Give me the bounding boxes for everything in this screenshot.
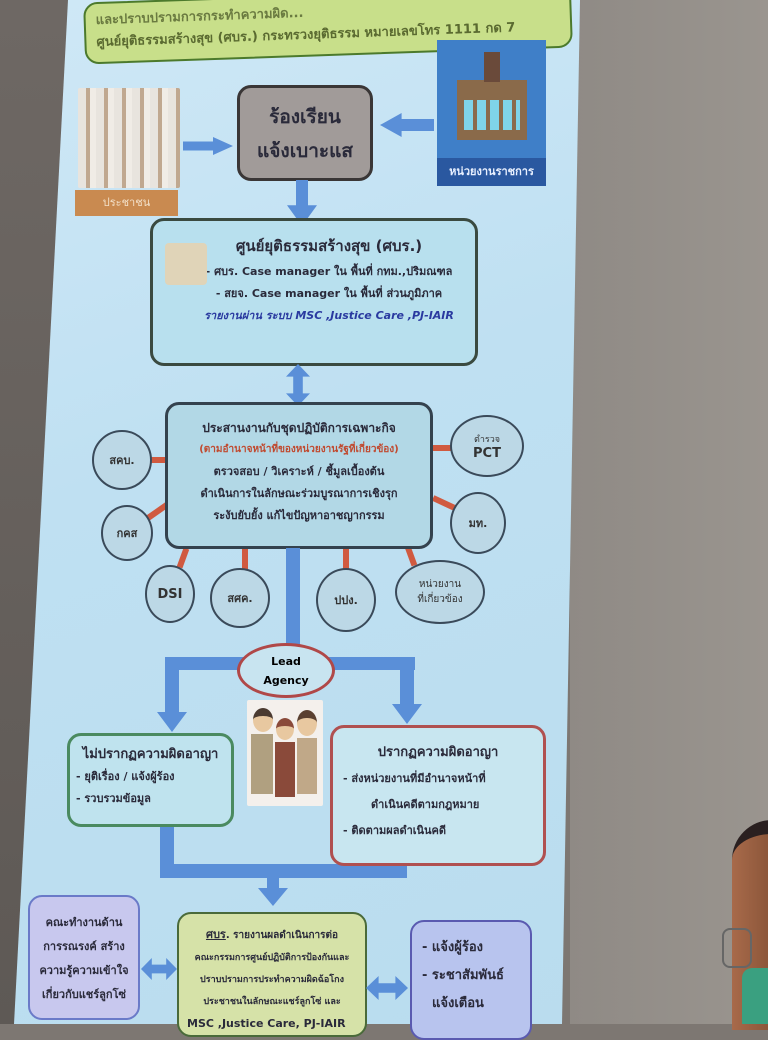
flow-line [286, 548, 300, 648]
no-crime-title: ไม่ปรากฏความผิดอาญา [82, 747, 219, 762]
notify-line: - ระชาสัมพันธ์ [422, 968, 504, 983]
crime-item-2: - ติดตามผลดำเนินคดี [343, 824, 447, 837]
campaign-working-group-box: คณะทำงานด้าน การรณรงค์ สร้าง ความรู้ความ… [28, 895, 140, 1020]
notify-line: แจ้งเตือน [432, 996, 484, 1011]
center-title: ศูนย์ยุติธรรมสร้างสุข (ศบร.) [235, 237, 423, 255]
notify-box: - แจ้งผู้ร้อง - ระชาสัมพันธ์ แจ้งเตือน [410, 920, 532, 1040]
connector [432, 445, 456, 451]
officers-illustration [247, 700, 323, 806]
report-line: คณะกรรมการศูนย์ปฏิบัติการป้องกันและ [194, 953, 350, 963]
agency-label: ปปง. [334, 594, 358, 607]
center-item-2: - สยจ. Case manager ใน พื้นที่ ส่วนภูมิภ… [215, 287, 443, 300]
crime-item-1: - ส่งหน่วยงานที่มีอำนาจหน้าที่ [343, 772, 486, 785]
agency-label: สคบ. [109, 454, 135, 467]
center-item-1: - ศบร. Case manager ใน พื้นที่ กทม.,ปริม… [205, 265, 453, 278]
agency-label: กคส [116, 527, 138, 540]
government-label: หน่วยงานราชการ [437, 158, 546, 186]
no-crime-item-2: - รวบรวมข้อมูล [76, 792, 151, 805]
report-line: ปราบปรามการประทำความผิดฉ้อโกง [200, 975, 344, 985]
task-force-line-3: ระงับยับยั้ง แก้ไขปัญหาอาชญากรรม [213, 509, 385, 522]
agency-circle-moi: มท. [450, 492, 506, 554]
report-line: . รายงานผลดำเนินการต่อ [225, 930, 339, 941]
agency-label: มท. [468, 517, 488, 530]
report-line: ประชาชนในลักษณะแชร์ลูกโซ่ และ [203, 997, 341, 1007]
flow-line [393, 862, 407, 878]
agency-circle-related: หน่วยงานที่เกี่ยวข้อง [395, 560, 485, 624]
campaign-line: คณะทำงานด้าน [45, 916, 123, 929]
double-arrow-horizontal-icon [141, 958, 177, 980]
complaint-box: ร้องเรียน แจ้งเบาะแส [237, 85, 373, 181]
lead-line-2: Agency [263, 674, 309, 687]
crime-title: ปรากฏความผิดอาญา [377, 745, 499, 760]
task-force-line-1: ตรวจสอบ / วิเคราะห์ / ชี้มูลเบื้องต้น [213, 465, 385, 478]
flow-line [165, 657, 179, 717]
crime-item-1b: ดำเนินคดีตามกฎหมาย [371, 798, 480, 811]
agency-circle-sec: สศค. [210, 568, 270, 628]
no-crime-item-1: - ยุติเรื่อง / แจ้งผู้ร้อง [76, 770, 175, 783]
report-heading: ศบร [205, 928, 226, 941]
lead-line-1: Lead [271, 655, 301, 668]
face-mask [742, 968, 768, 1024]
agency-label: ที่เกี่ยวข้อง [417, 594, 463, 605]
report-line: MSC ,Justice Care, PJ-IAIR [187, 1017, 346, 1030]
agency-label: หน่วยงาน [418, 579, 462, 590]
glasses-icon [722, 928, 752, 968]
complaint-line-2: แจ้งเบาะแส [257, 140, 353, 162]
no-crime-box: ไม่ปรากฏความผิดอาญา - ยุติเรื่อง / แจ้งผ… [67, 733, 234, 827]
crime-box: ปรากฏความผิดอาญา - ส่งหน่วยงานที่มีอำนาจ… [330, 725, 546, 866]
flow-line [160, 864, 405, 878]
campaign-line: การรณรงค์ สร้าง [43, 940, 125, 953]
campaign-line: เกี่ยวกับแชร์ลูกโซ่ [42, 988, 126, 1001]
public-label: ประชาชน [75, 190, 178, 216]
connector [150, 457, 170, 463]
agency-label: DSI [157, 586, 183, 602]
people-illustration [78, 88, 180, 188]
justice-center-box: ศูนย์ยุติธรรมสร้างสุข (ศบร.) - ศบร. Case… [150, 218, 478, 366]
notify-line: - แจ้งผู้ร้อง [422, 940, 484, 955]
task-force-line-2: ดำเนินการในลักษณะร่วมบูรณาการเชิงรุก [200, 487, 398, 500]
agency-label: PCT [473, 445, 501, 461]
flow-line [400, 657, 414, 707]
agency-circle-amlo: ปปง. [316, 568, 376, 632]
report-box: ศบร. รายงานผลดำเนินการต่อ คณะกรรมการศูนย… [177, 912, 367, 1037]
agency-circle-ocpb: สคบ. [92, 430, 152, 490]
government-building-illustration: หน่วยงานราชการ [437, 40, 546, 186]
task-force-box: ประสานงานกับชุดปฏิบัติการเฉพาะกิจ (ตามอำ… [165, 402, 433, 549]
lead-agency-ellipse: Lead Agency [237, 643, 335, 698]
flow-line [160, 826, 174, 876]
task-force-subtitle: (ตามอำนาจหน้าที่ของหน่วยงานรัฐที่เกี่ยวข… [199, 444, 399, 455]
agency-label: ตำรวจ [473, 434, 501, 445]
campaign-line: ความรู้ความเข้าใจ [39, 964, 129, 977]
arrow-right-icon [183, 137, 233, 155]
complaint-line-1: ร้องเรียน [269, 106, 341, 128]
center-report: รายงานผ่าน ระบบ MSC ,Justice Care ,PJ-IA… [204, 309, 454, 322]
task-force-title: ประสานงานกับชุดปฏิบัติการเฉพาะกิจ [202, 421, 396, 435]
connector [343, 548, 349, 570]
connector [242, 548, 248, 570]
agency-circle-dsi: DSI [145, 565, 195, 623]
agency-circle-kos: กคส [101, 505, 153, 561]
scales-icon [165, 243, 207, 285]
agency-label: สศค. [227, 592, 253, 605]
